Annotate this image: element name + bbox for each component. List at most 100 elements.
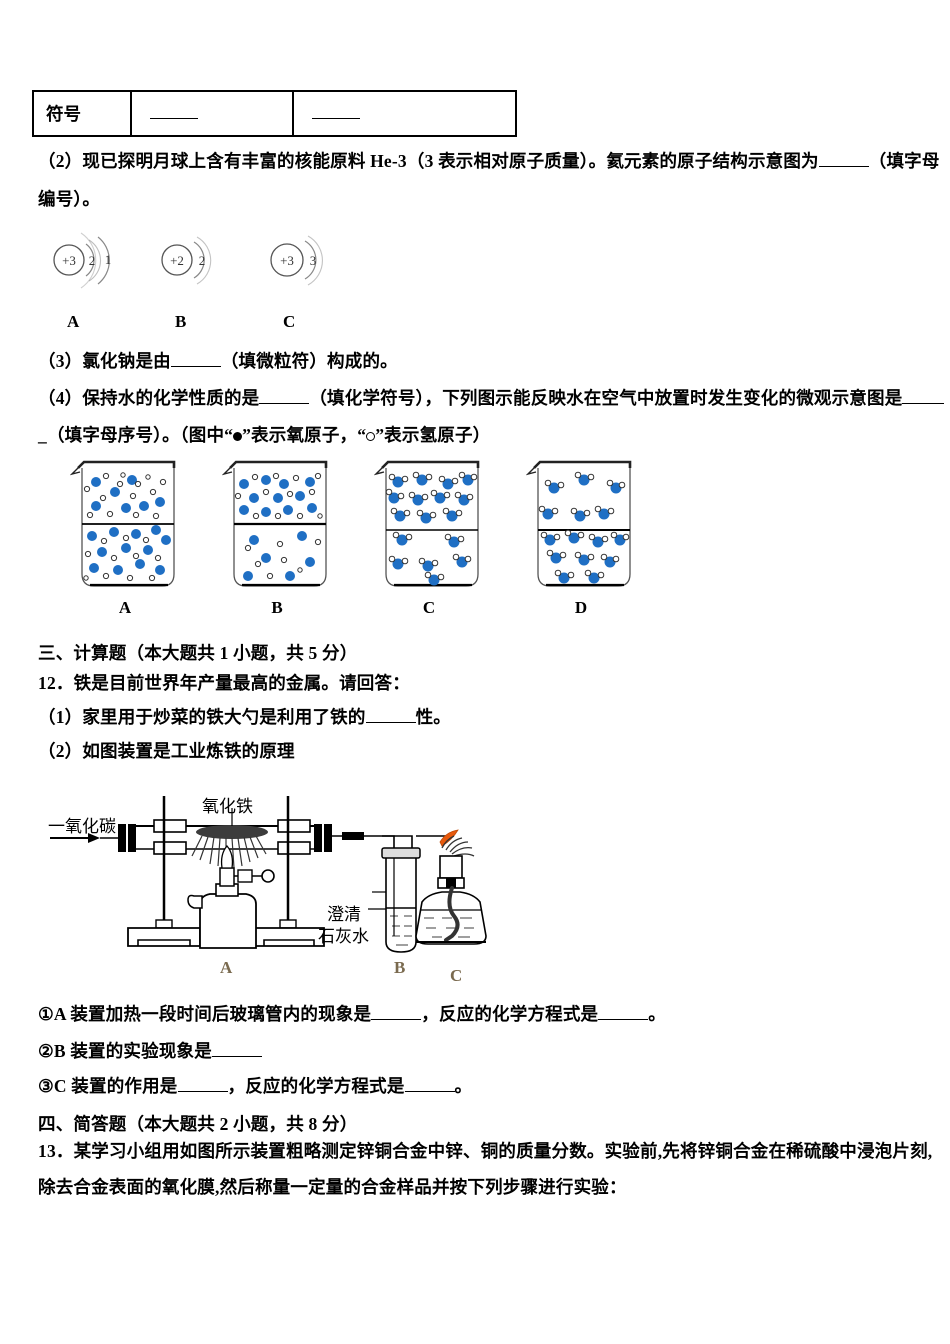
table-header-label: 符号 — [46, 104, 81, 124]
water-molecules-upper — [538, 471, 626, 522]
question-12-part-1: （1）家里用于炒菜的铁大勺是利用了铁的 性。 — [38, 706, 451, 730]
answer-dash — [312, 108, 360, 119]
apparatus-part-label-b: B — [394, 958, 406, 977]
section-4-heading: 四、简答题（本大题共 2 小题，共 8 分） — [38, 1114, 358, 1134]
svg-text:+2: +2 — [170, 253, 184, 268]
apparatus-c — [415, 835, 487, 945]
answer-dash — [150, 108, 198, 119]
question-4-line-1: （4）保持水的化学性质的是 （填化学符号），下列图示能反映水在空气中放置时发生变化… — [38, 387, 945, 411]
beaker-b-label: B — [271, 598, 283, 617]
beaker-b-svg — [221, 460, 328, 587]
question-13-line-1: 13．某学习小组用如图所示装置粗略测定锌铜合金中锌、铜的质量分数。实验前,先将锌… — [38, 1141, 933, 1161]
sub-q3-mid: ，反应的化学方程式是 — [227, 1076, 405, 1096]
atom-b-label: B — [175, 312, 187, 331]
question-13-line-2: 除去合金表面的氧化膜,然后称量一定量的合金样品并按下列步骤进行实验： — [38, 1177, 627, 1197]
beaker-d-svg — [525, 460, 632, 587]
answer-blank — [902, 403, 945, 404]
water-molecules-upper — [385, 471, 478, 524]
question-4-line-2: _（填字母序号）。（图中“ ”表示氧原子，“ ”表示氢原子） — [38, 424, 490, 448]
atom-c-svg: +3 3 — [270, 235, 323, 286]
q12-1-prefix: （1）家里用于炒菜的铁大勺是利用了铁的 — [38, 707, 366, 727]
question-4-line2-b: ”表示氧原子，“ — [242, 425, 367, 445]
question-4-line2-a: _（填字母序号）。（图中“ — [38, 425, 234, 445]
atom-diagram-row: +3 2 1 A +2 2 B — [45, 228, 365, 338]
apparatus-tube-label: 氧化铁 — [202, 797, 253, 816]
beaker-diagram-c: C — [373, 458, 489, 617]
question-4-mid: （填化学符号），下列图示能反映水在空气中放置时发生变化的微观示意图是 — [309, 388, 903, 408]
svg-text:+3: +3 — [62, 253, 76, 268]
svg-text:+3: +3 — [280, 253, 294, 268]
sub-q1-prefix: ①A 装置加热一段时间后玻璃管内的现象是 — [38, 1004, 372, 1024]
beaker-a-svg — [69, 460, 176, 587]
particles-upper — [234, 472, 323, 520]
beaker-diagram-d: D — [525, 458, 641, 617]
section-3-heading: 三、计算题（本大题共 1 小题，共 5 分） — [38, 643, 358, 663]
limewater-label-line2: 石灰水 — [318, 927, 369, 946]
question-12-stem: 12．铁是目前世界年产量最高的金属。请回答： — [38, 673, 410, 693]
beaker-diagram-b: B — [221, 458, 337, 617]
particles-upper — [83, 472, 167, 520]
beaker-diagram-a: A — [69, 458, 185, 617]
answer-blank — [211, 1056, 262, 1057]
answer-blank — [371, 1019, 422, 1020]
answer-blank — [177, 1091, 228, 1092]
atom-a-label: A — [67, 312, 80, 331]
symbol-table: 符号 — [32, 90, 517, 137]
table-cell-header: 符号 — [34, 92, 132, 135]
beaker-a-label: A — [118, 598, 132, 617]
question-3-prefix: （3）氯化钠是由 — [38, 351, 171, 371]
answer-blank — [170, 366, 221, 367]
limewater-label-line1: 澄清 — [327, 905, 361, 924]
atom-b-svg: +2 2 — [161, 236, 212, 285]
svg-text:3: 3 — [310, 253, 317, 268]
question-4-prefix: （4）保持水的化学性质的是 — [38, 388, 260, 408]
atom-c-label: C — [283, 312, 296, 331]
sub-q2-prefix: ②B 装置的实验现象是 — [38, 1041, 212, 1061]
table-cell-blank-1 — [132, 92, 294, 135]
answer-blank — [818, 166, 869, 167]
question-2-continuation: 编号）。 — [38, 189, 101, 209]
svg-text:2: 2 — [199, 253, 206, 268]
q12-1-suffix: 性。 — [415, 707, 451, 727]
sub-question-3: ③C 装置的作用是 ，反应的化学方程式是 。 — [38, 1075, 472, 1099]
question-2-text: （2）现已探明月球上含有丰富的核能原料 He-3（3 表示相对原子质量）。氦元素… — [38, 151, 819, 171]
atom-a-svg: +3 2 1 — [53, 232, 112, 289]
svg-text:1: 1 — [105, 252, 112, 267]
beaker-diagram-row: A — [69, 458, 690, 623]
iron-smelting-apparatus-diagram: 一氧化碳 氧化铁 澄清 石灰水 A B C — [42, 796, 532, 991]
atom-diagram-a: +3 2 1 A — [45, 228, 155, 331]
answer-blank — [598, 1019, 649, 1020]
oxygen-atom-glyph — [233, 432, 243, 442]
sub-q3-prefix: ③C 装置的作用是 — [38, 1076, 178, 1096]
question-3: （3）氯化钠是由 （填微粒符）构成的。 — [38, 350, 398, 374]
iron-oxide-powder — [191, 825, 268, 869]
apparatus-part-label-a: A — [220, 958, 233, 977]
sub-question-2: ②B 装置的实验现象是 — [38, 1040, 262, 1064]
water-molecules-lower — [388, 531, 472, 586]
table-cell-blank-2 — [294, 92, 515, 135]
particles-lower — [83, 525, 171, 582]
apparatus-inlet-label: 一氧化碳 — [48, 817, 116, 836]
hydrogen-atom-glyph — [366, 432, 376, 442]
test-tube-b — [368, 847, 421, 953]
question-3-suffix: （填微粒符）构成的。 — [220, 351, 398, 371]
question-2-text-suffix: （填字母 — [868, 151, 940, 171]
question-12-part-2: （2）如图装置是工业炼铁的原理 — [38, 741, 295, 761]
question-4-line2-c: ”表示氢原子） — [375, 425, 491, 445]
beaker-c-svg — [373, 460, 480, 587]
svg-text:2: 2 — [89, 253, 96, 268]
question-2-line-2: 编号）。 — [38, 188, 100, 212]
answer-blank — [259, 403, 310, 404]
apparatus-svg — [50, 796, 487, 953]
sub-q3-suffix: 。 — [454, 1076, 473, 1096]
particles-lower — [243, 531, 322, 581]
beaker-d-label: D — [574, 598, 588, 617]
answer-blank — [404, 1091, 455, 1092]
water-molecules-lower — [540, 529, 630, 584]
answer-blank — [365, 722, 416, 723]
atom-diagram-c: +3 3 C — [261, 228, 371, 331]
sub-q1-suffix: 。 — [648, 1004, 666, 1024]
question-2-line-1: （2）现已探明月球上含有丰富的核能原料 He-3（3 表示相对原子质量）。氦元素… — [38, 150, 940, 174]
beaker-c-label: C — [422, 598, 436, 617]
